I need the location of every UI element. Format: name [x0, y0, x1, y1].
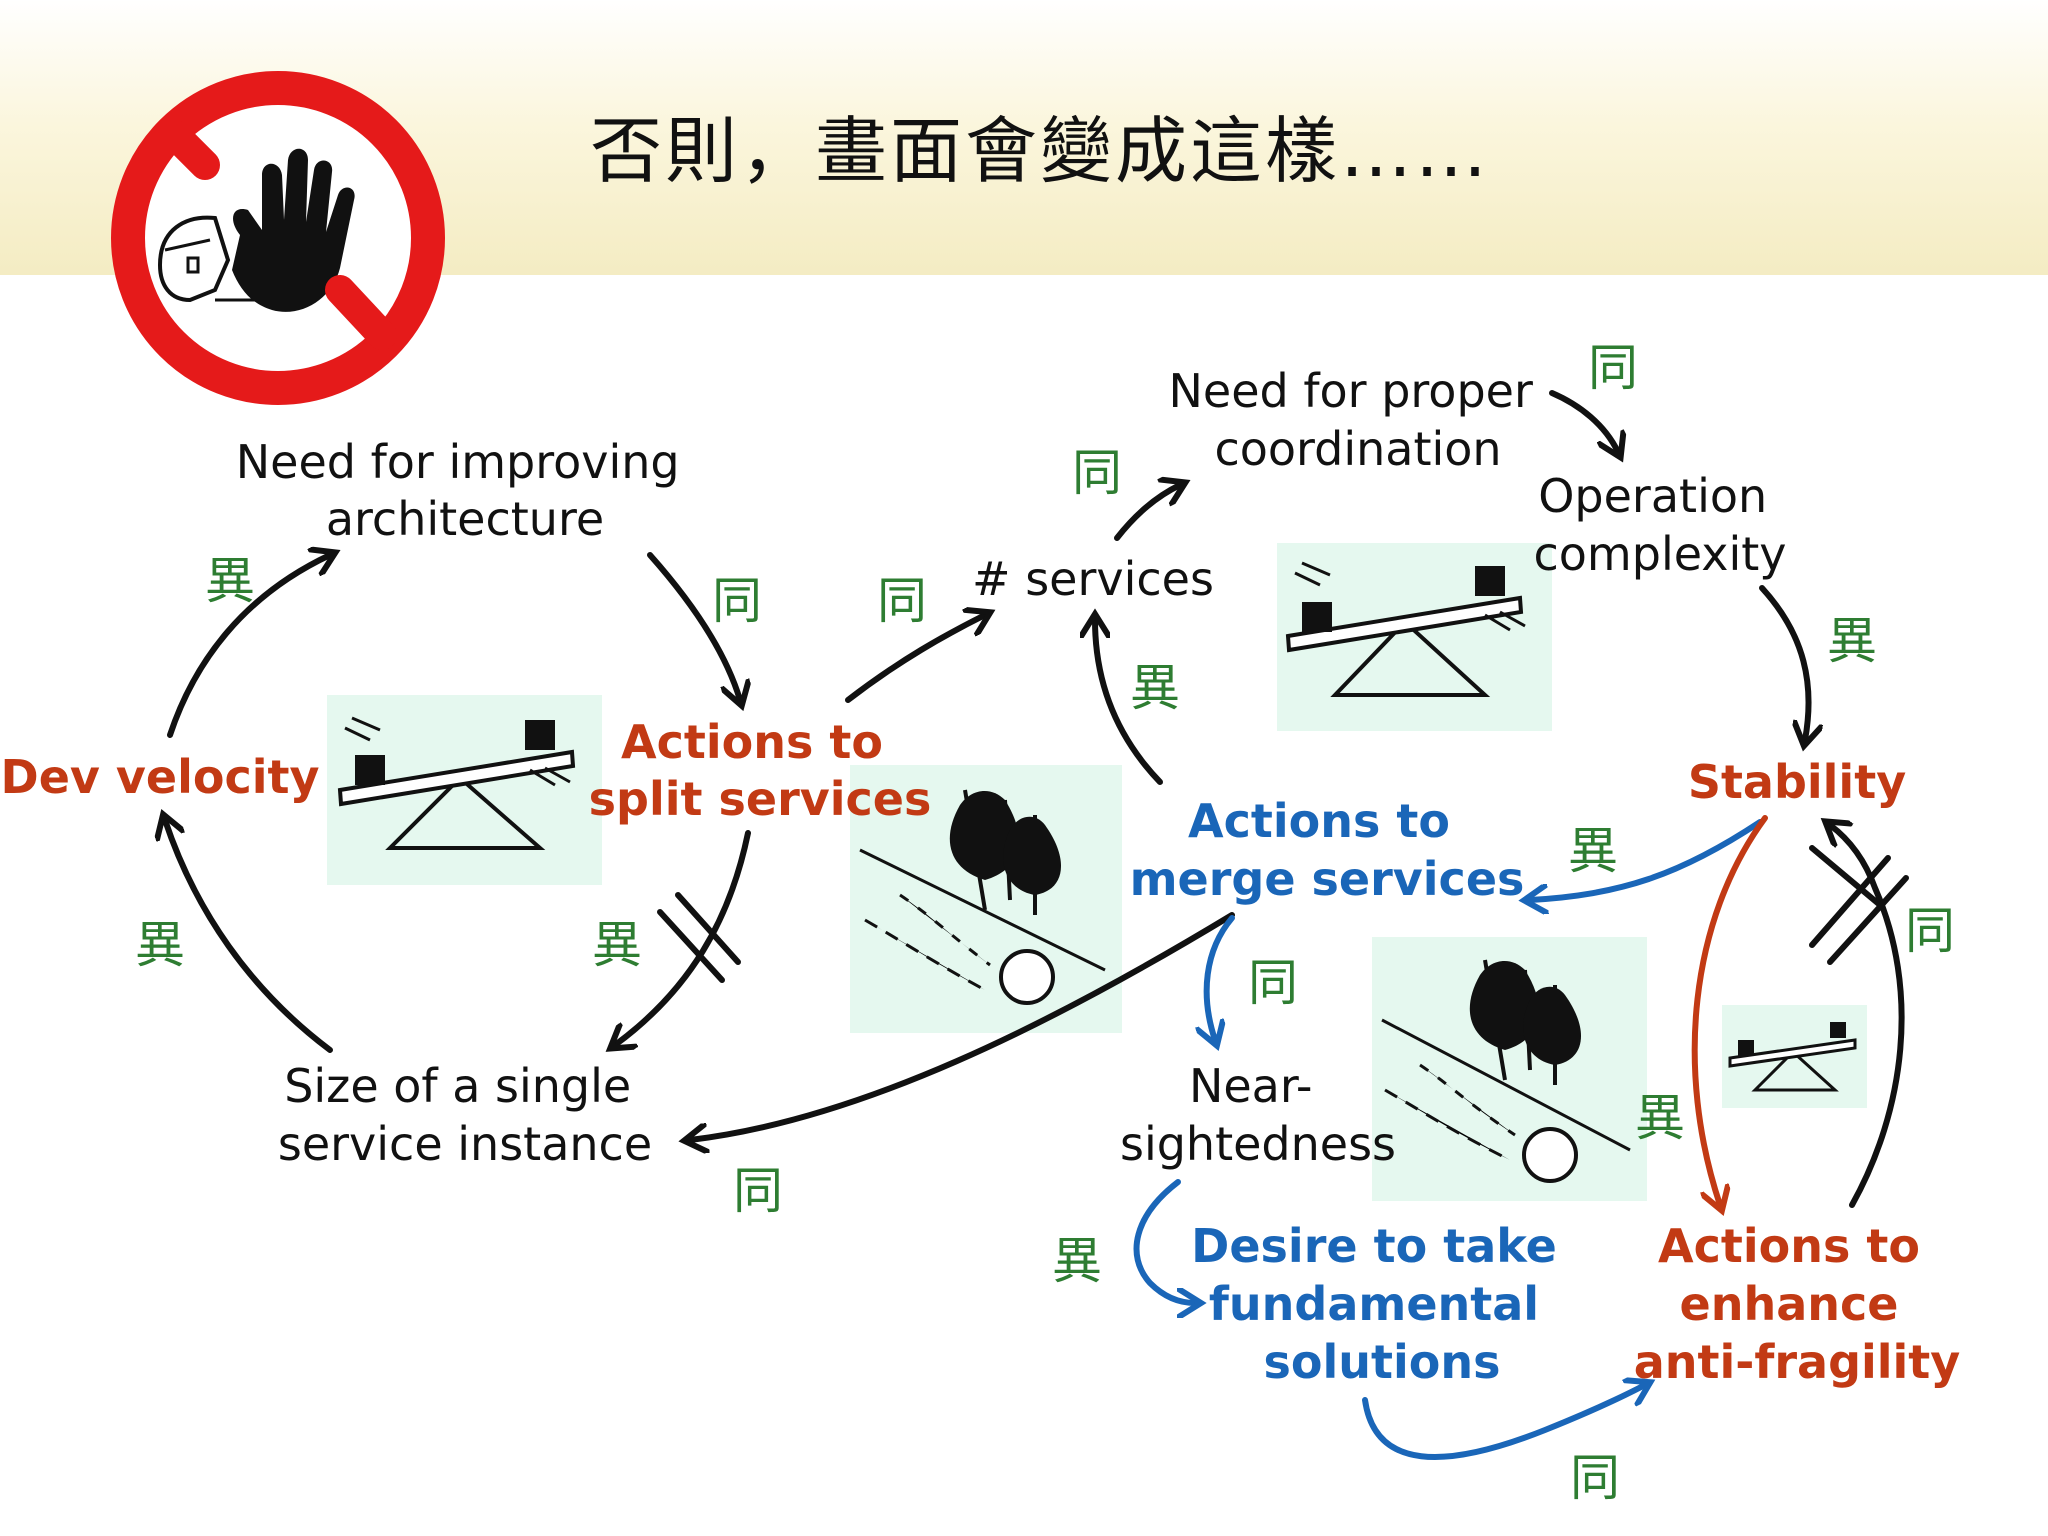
- stop-hand-icon: [111, 71, 445, 405]
- link-label-desire-antifragility: 同: [1570, 1449, 1620, 1507]
- arrow-split-to-services: [845, 615, 985, 703]
- arrow-coordination-to-complexity: [1549, 390, 1618, 452]
- node-actions-split-services: Actions to split services: [589, 715, 932, 826]
- arrow-antifragility-to-stability: [1830, 825, 1905, 1208]
- link-label-nearsight-desire: 異: [1052, 1232, 1102, 1290]
- node-actions-enhance-antifragility: Actions to enhance anti-fragility: [1634, 1219, 1961, 1389]
- link-label-split-size: 異: [592, 916, 642, 974]
- node-dev-velocity: Dev velocity: [1, 750, 320, 804]
- arrow-desire-to-antifragility: [1362, 1385, 1645, 1461]
- arrow-need-arch-to-split: [647, 552, 740, 700]
- link-label-size-velocity: 異: [135, 916, 185, 974]
- link-label-stability-antifragility: 異: [1635, 1089, 1685, 1147]
- node-stability: Stability: [1688, 755, 1906, 809]
- snowball-panel-middle: [850, 765, 1122, 1033]
- node-near-sightedness: Near- sightedness: [1120, 1059, 1396, 1171]
- node-num-services: # services: [972, 552, 1214, 606]
- link-label-merge-nearsight: 同: [1248, 954, 1298, 1012]
- node-desire-fundamental-solutions: Desire to take fundamental solutions: [1191, 1219, 1573, 1389]
- arrow-velocity-to-need-arch: [167, 555, 330, 738]
- delay-mark-split-size: [657, 892, 741, 983]
- arrow-merge-to-nearsight: [1207, 915, 1235, 1040]
- node-size-single-instance: Size of a single service instance: [278, 1059, 652, 1171]
- arrow-services-to-coordination: [1114, 485, 1180, 541]
- balance-seesaw-icon: [1728, 1022, 1857, 1092]
- link-label-merge-services: 異: [1130, 659, 1180, 717]
- link-label-velocity-need-arch: 異: [205, 552, 255, 610]
- snowball-slope-icon: [1381, 959, 1631, 1183]
- page-title: 否則，畫面會變成這樣……: [590, 109, 1491, 193]
- balance-seesaw-icon: [1285, 561, 1526, 697]
- balance-panel-small: [1722, 1005, 1867, 1108]
- link-label-need-arch-split: 同: [712, 572, 762, 630]
- node-need-improving-architecture: Need for improving architecture: [236, 435, 695, 546]
- balance-panel-top-right: [1277, 543, 1552, 731]
- balance-seesaw-icon: [337, 716, 576, 850]
- node-operation-complexity: Operation complexity: [1534, 469, 1787, 581]
- node-actions-merge-services: Actions to merge services: [1130, 794, 1525, 906]
- arrow-complexity-to-stability: [1759, 585, 1809, 740]
- link-label-complexity-stability: 異: [1827, 612, 1877, 670]
- arrow-split-to-size: [615, 830, 751, 1045]
- node-need-proper-coordination: Need for proper coordination: [1169, 364, 1548, 476]
- arrow-merge-to-size: [690, 912, 1235, 1140]
- balance-panel-left: [327, 695, 602, 885]
- link-label-merge-size: 同: [733, 1162, 783, 1220]
- link-label-coordination-complexity: 同: [1588, 339, 1638, 397]
- arrow-size-to-velocity: [165, 820, 333, 1053]
- arrow-stability-to-merge: [1530, 819, 1763, 900]
- arrow-merge-to-services: [1095, 620, 1163, 785]
- link-label-split-services: 同: [877, 572, 927, 630]
- snowball-panel-right: [1372, 937, 1647, 1201]
- snowball-slope-icon: [859, 789, 1106, 1005]
- delay-mark-antifragility-stability: [1809, 845, 1909, 965]
- arrow-stability-to-antifragility: [1691, 815, 1768, 1205]
- link-label-services-coordination: 同: [1072, 444, 1122, 502]
- link-label-stability-merge: 異: [1568, 822, 1618, 880]
- arrow-nearsight-to-desire: [1133, 1179, 1195, 1303]
- link-label-antifragility-stability: 同: [1905, 902, 1955, 960]
